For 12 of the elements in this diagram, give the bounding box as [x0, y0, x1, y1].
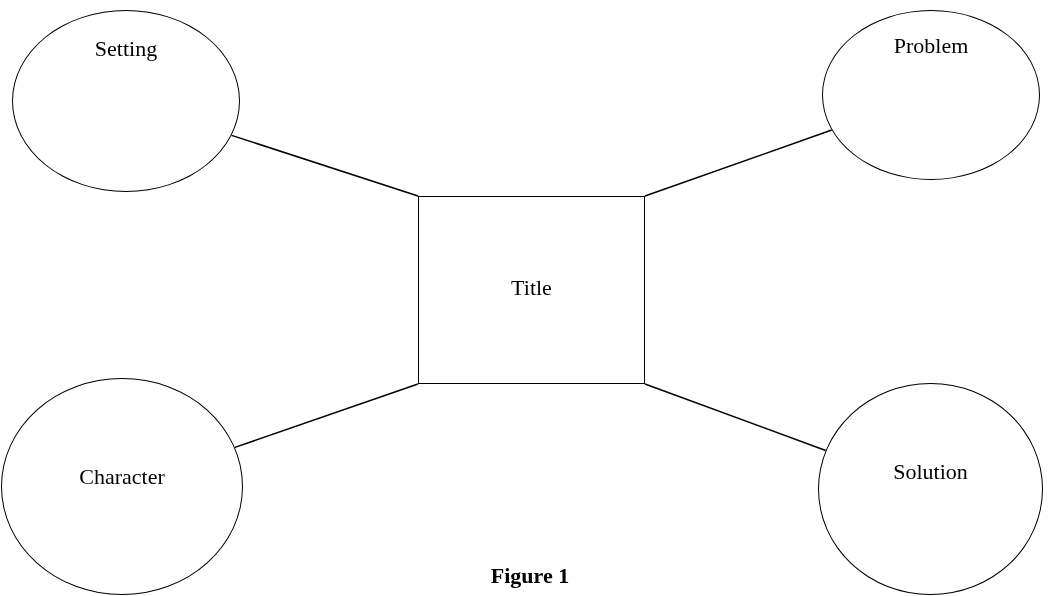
connector-line [644, 383, 827, 452]
connector-line [230, 134, 419, 197]
topic-ellipse [1, 378, 243, 595]
node-label: Title [511, 275, 552, 301]
node-label: Problem [893, 33, 969, 59]
node-label: Setting [94, 36, 158, 62]
topic-box [418, 196, 645, 384]
node-label: Character [79, 464, 165, 490]
node-label: Solution [893, 459, 968, 485]
connector-line [234, 383, 419, 449]
connector-line [644, 129, 833, 197]
figure-caption: Figure 1 [490, 563, 570, 588]
